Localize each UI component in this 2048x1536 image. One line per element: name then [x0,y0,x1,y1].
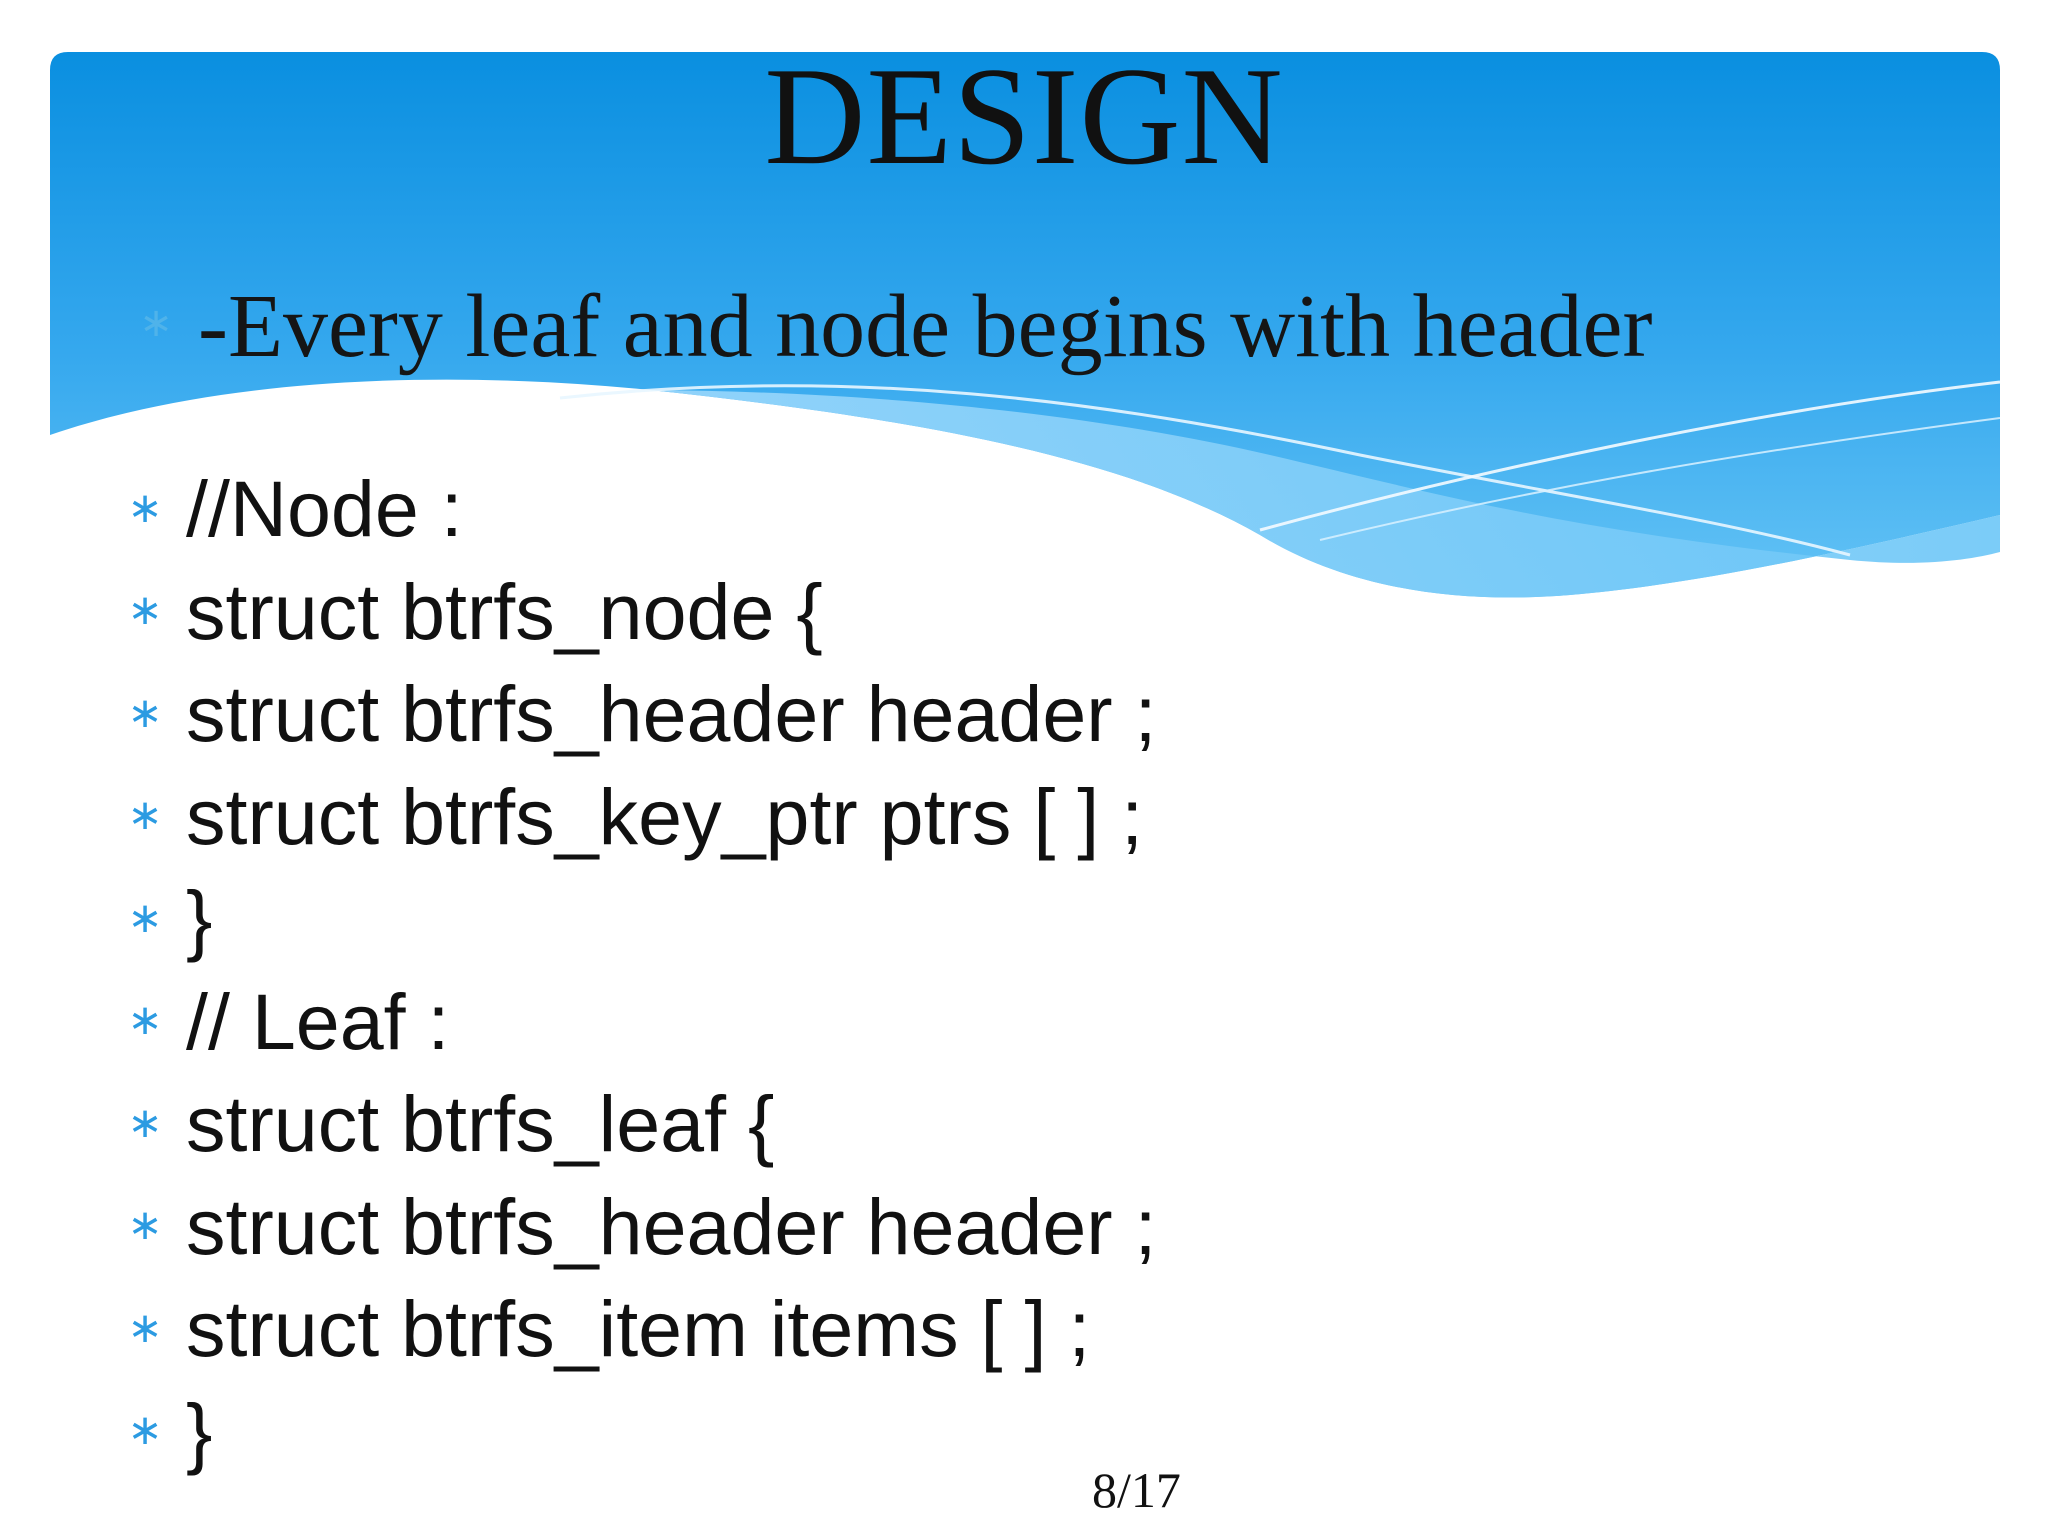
code-line-text: struct btrfs_node { [186,566,823,656]
list-item: ∗ struct btrfs_leaf { [122,1073,1157,1176]
list-item: ∗ } [122,1381,1157,1484]
asterisk-bullet-icon: ∗ [139,300,173,346]
code-line-text: struct btrfs_key_ptr ptrs [ ] ; [186,771,1144,861]
code-line-text: struct btrfs_header header ; [186,669,1157,759]
code-line-text: struct btrfs_leaf { [186,1079,775,1169]
asterisk-bullet-icon: ∗ [127,585,163,635]
asterisk-bullet-icon: ∗ [127,1405,163,1455]
asterisk-bullet-icon: ∗ [127,995,163,1045]
list-item: ∗ struct btrfs_header header ; [122,663,1157,766]
asterisk-bullet-icon: ∗ [127,1302,163,1352]
code-line-text: struct btrfs_header header ; [186,1181,1157,1271]
slide-title: DESIGN [764,39,1284,194]
list-item: ∗ //Node : [122,458,1157,561]
list-item: ∗ } [122,868,1157,971]
code-line-text: } [186,1386,213,1476]
slide-subtitle: ∗ -Every leaf and node begins with heade… [132,272,1652,382]
subtitle-text: -Every leaf and node begins with header [198,277,1653,376]
asterisk-bullet-icon: ∗ [127,790,163,840]
list-item: ∗ // Leaf : [122,971,1157,1074]
code-line-text: // Leaf : [186,976,450,1066]
asterisk-bullet-icon: ∗ [127,482,163,532]
code-bullet-list: ∗ //Node : ∗ struct btrfs_node { ∗ struc… [122,458,1157,1484]
code-line-text: struct btrfs_item items [ ] ; [186,1284,1091,1374]
list-item: ∗ struct btrfs_node { [122,561,1157,664]
asterisk-bullet-icon: ∗ [127,1097,163,1147]
code-line-text: //Node : [186,464,463,554]
list-item: ∗ struct btrfs_header header ; [122,1176,1157,1279]
list-item: ∗ struct btrfs_key_ptr ptrs [ ] ; [122,766,1157,869]
asterisk-bullet-icon: ∗ [127,892,163,942]
code-line-text: } [186,874,213,964]
asterisk-bullet-icon: ∗ [127,687,163,737]
list-item: ∗ struct btrfs_item items [ ] ; [122,1278,1157,1381]
page-number: 8/17 [1092,1462,1181,1518]
asterisk-bullet-icon: ∗ [127,1200,163,1250]
